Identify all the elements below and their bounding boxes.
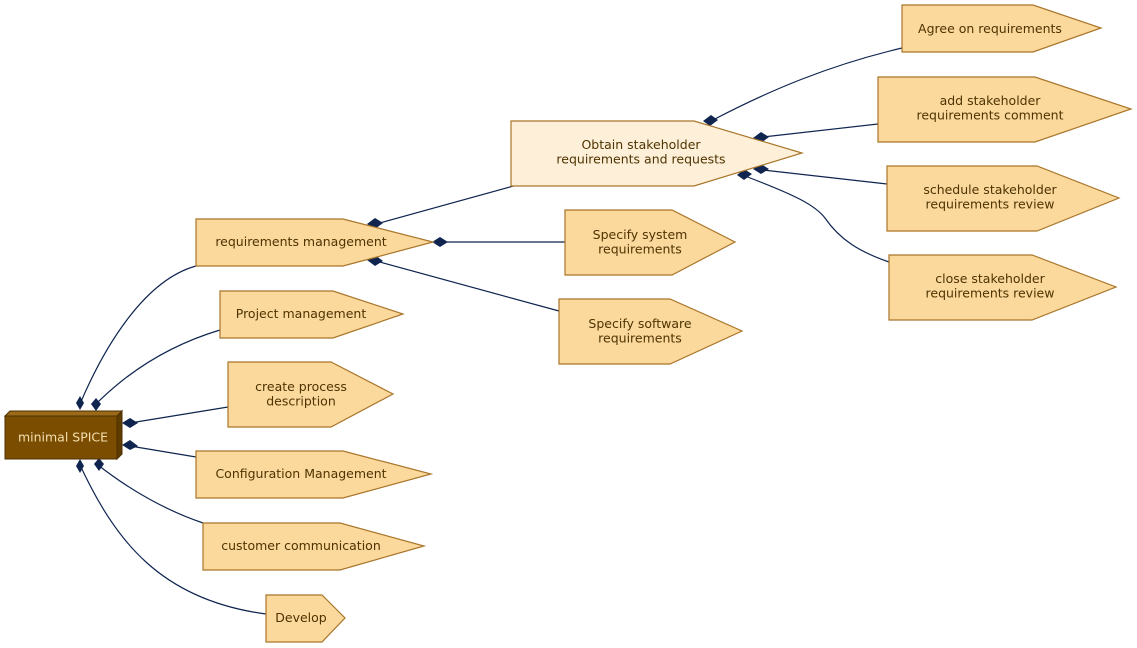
diamond-marker — [76, 396, 84, 410]
diamond-marker — [432, 237, 448, 247]
node-label: customer communication — [221, 538, 381, 553]
diamond-marker — [737, 169, 752, 180]
edge-root-develop — [79, 464, 267, 615]
root-box-front — [4, 415, 118, 460]
diamond-marker — [76, 459, 84, 473]
node-label-line: create process — [255, 379, 347, 394]
node-label-line: requirements and requests — [556, 152, 725, 167]
node-requirements-management[interactable]: requirements management — [195, 218, 436, 267]
node-shape — [265, 594, 346, 643]
diamond-marker — [94, 458, 104, 471]
edge-obtain-add-comment — [762, 123, 879, 138]
diamond-marker — [122, 418, 138, 428]
node-shape — [195, 450, 434, 499]
node-shape — [901, 4, 1103, 53]
edge-root-project-management — [95, 329, 221, 405]
node-label-line: Develop — [275, 610, 327, 625]
node-label-line: Project management — [236, 306, 367, 321]
node-label-line: requirements comment — [916, 108, 1063, 123]
node-label-line: schedule stakeholder — [923, 182, 1057, 197]
node-label-line: add stakeholder — [940, 93, 1042, 108]
node-label-line: Obtain stakeholder — [581, 137, 701, 152]
node-configuration-management[interactable]: Configuration Management — [195, 450, 434, 499]
node-shape — [564, 209, 737, 276]
root-box-top — [3, 410, 124, 417]
node-shape — [888, 254, 1118, 321]
node-shape — [558, 298, 744, 365]
node-label: Configuration Management — [215, 466, 386, 481]
node-agree-on-requirements[interactable]: Agree on requirements — [901, 4, 1103, 53]
node-label: Develop — [275, 610, 327, 625]
node-label-line: close stakeholder — [935, 271, 1045, 286]
node-shape — [510, 120, 805, 187]
node-develop[interactable]: Develop — [265, 594, 346, 643]
node-label-line: Specify system — [593, 227, 688, 242]
root-label: minimal SPICE — [18, 430, 108, 445]
node-shape — [877, 76, 1133, 143]
node-label-line: customer communication — [221, 538, 381, 553]
edge-root-configuration-management — [129, 445, 197, 458]
node-label-line: requirements review — [926, 286, 1055, 301]
node-label-line: requirements management — [215, 234, 386, 249]
node-project-management[interactable]: Project management — [219, 290, 405, 339]
node-label-line: Specify software — [588, 316, 691, 331]
edge-reqmgmt-obtain — [375, 184, 518, 225]
root-node-minimal-spice[interactable]: minimal SPICE — [3, 409, 124, 461]
edge-reqmgmt-specify-software — [375, 260, 560, 312]
node-shape — [227, 361, 395, 428]
node-label: Agree on requirements — [918, 21, 1062, 36]
node-label: requirements management — [215, 234, 386, 249]
edge-root-requirements-management — [79, 265, 197, 405]
edge-obtain-schedule-review — [762, 169, 888, 185]
node-label-line: requirements review — [926, 197, 1055, 212]
root-box-side — [116, 409, 123, 461]
edges — [79, 47, 903, 615]
edge-root-create-process-description — [129, 406, 229, 424]
node-customer-communication[interactable]: customer communication — [202, 522, 427, 571]
node-label-line: requirements — [598, 242, 682, 257]
node-shape — [219, 290, 405, 339]
edge-obtain-close-review — [744, 175, 890, 263]
edge-root-customer-communication — [97, 464, 204, 524]
diamond-marker — [703, 115, 718, 126]
node-shape — [202, 522, 427, 571]
node-label-line: Agree on requirements — [918, 21, 1062, 36]
diamond-marker — [91, 398, 101, 411]
node-label-line: Configuration Management — [215, 466, 386, 481]
node-label-line: description — [266, 394, 336, 409]
edge-obtain-agree — [710, 47, 903, 122]
node-label-line: requirements — [598, 331, 682, 346]
diamond-marker — [122, 440, 138, 450]
node-label: Project management — [236, 306, 367, 321]
node-shape — [886, 165, 1121, 232]
node-shape — [195, 218, 436, 267]
